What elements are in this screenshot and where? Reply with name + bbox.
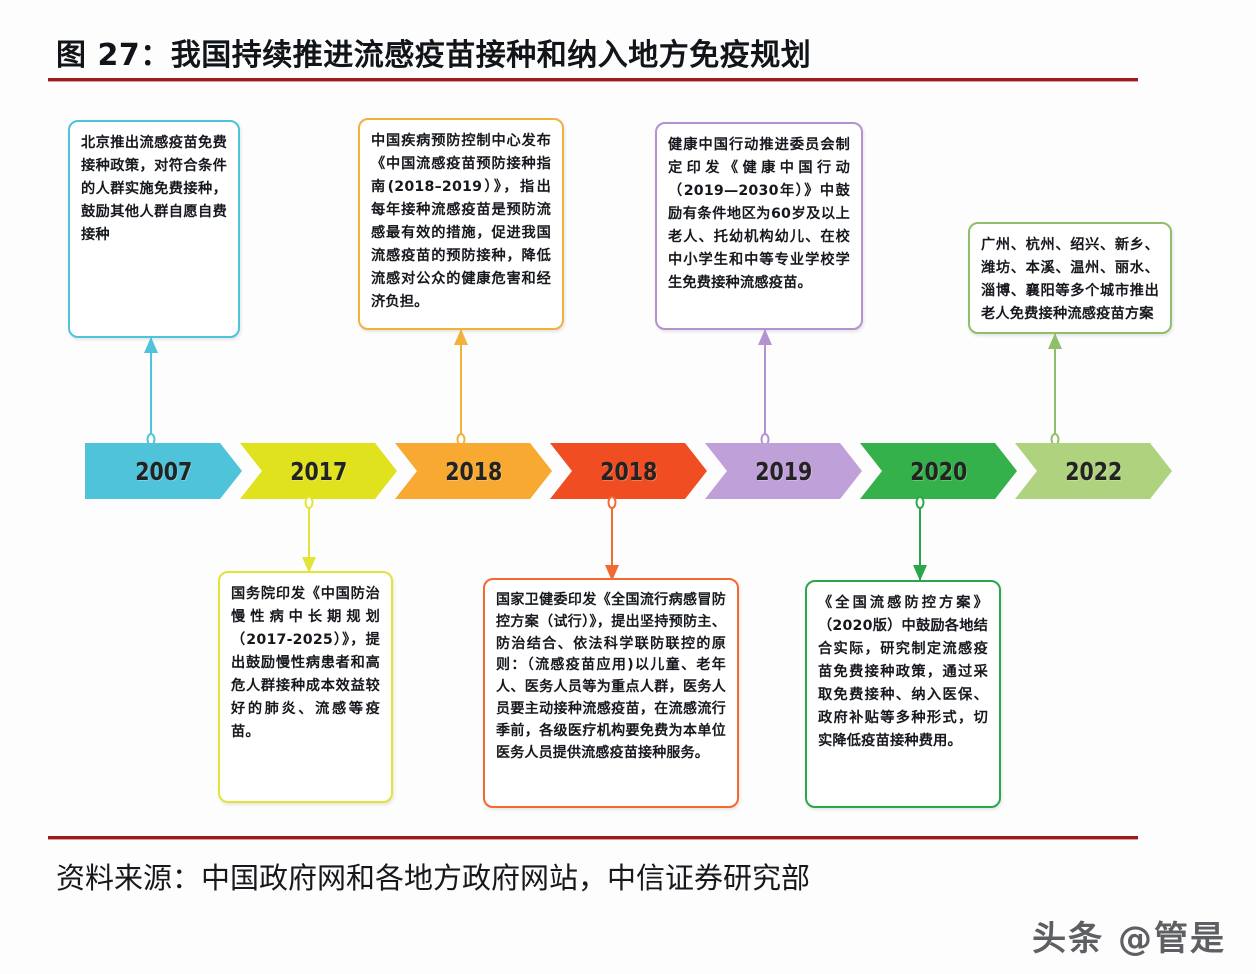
- callout-text: 广州、杭州、绍兴、新乡、潍坊、本溪、温州、丽水、淄博、襄阳等多个城市推出老人免费…: [981, 237, 1159, 322]
- connector-stem: [150, 338, 152, 442]
- connector-stem: [460, 330, 462, 442]
- arrow-head-icon: [144, 337, 158, 353]
- connector-stem: [1054, 334, 1056, 442]
- milestone-year-label: 2018: [444, 456, 503, 486]
- callout-text: 《全国流感防控方案》（2020版）中鼓励各地结合实际，研究制定流感疫苗免费接种政…: [818, 595, 988, 749]
- arrow-head-icon: [605, 565, 619, 581]
- timeline-milestone-2017[interactable]: 2017: [240, 443, 397, 499]
- connector-dot-icon: [607, 496, 617, 509]
- callout-box-2020: 《全国流感防控方案》（2020版）中鼓励各地结合实际，研究制定流感疫苗免费接种政…: [805, 580, 1001, 808]
- callout-text: 国务院印发《中国防治慢性病中长期规划（2017-2025）》，提出鼓励慢性病患者…: [231, 586, 380, 740]
- connector-2018-nhc: [603, 496, 621, 581]
- milestone-year-label: 2007: [134, 456, 193, 486]
- callout-box-2007: 北京推出流感疫苗免费接种政策，对符合条件的人群实施免费接种，鼓励其他人群自愿自费…: [68, 120, 240, 338]
- callout-box-2022-cities: 广州、杭州、绍兴、新乡、潍坊、本溪、温州、丽水、淄博、襄阳等多个城市推出老人免费…: [968, 222, 1172, 334]
- arrow-head-icon: [758, 329, 772, 345]
- milestone-year-label: 2017: [289, 456, 348, 486]
- timeline-milestone-2020[interactable]: 2020: [860, 443, 1017, 499]
- connector-stem: [764, 330, 766, 442]
- connector-2007: [142, 337, 160, 446]
- connector-2017: [300, 496, 318, 573]
- connector-dot-icon: [304, 496, 314, 509]
- callout-box-2017: 国务院印发《中国防治慢性病中长期规划（2017-2025）》，提出鼓励慢性病患者…: [218, 571, 393, 803]
- milestone-year-label: 2020: [909, 456, 968, 486]
- arrow-head-icon: [302, 557, 316, 573]
- footer-divider: [48, 836, 1138, 840]
- callout-box-2018-cdc: 中国疾病预防控制中心发布《中国流感疫苗预防接种指南(2018–2019）》，指出…: [358, 118, 564, 330]
- timeline-milestone-2022[interactable]: 2022: [1015, 443, 1172, 499]
- watermark: 头条 @管是: [1032, 919, 1226, 959]
- source-note: 资料来源：中国政府网和各地方政府网站，中信证券研究部: [56, 861, 811, 895]
- arrow-head-icon: [454, 329, 468, 345]
- connector-2022: [1046, 333, 1064, 446]
- arrow-head-icon: [913, 565, 927, 581]
- milestone-year-label: 2022: [1064, 456, 1123, 486]
- connector-2018-cdc: [452, 329, 470, 446]
- milestone-year-label: 2019: [754, 456, 813, 486]
- connector-stem: [919, 500, 921, 580]
- timeline-milestone-2018-cdc[interactable]: 2018: [395, 443, 552, 499]
- callout-text: 中国疾病预防控制中心发布《中国流感疫苗预防接种指南(2018–2019）》，指出…: [371, 133, 551, 310]
- header-divider: [48, 78, 1138, 82]
- connector-stem: [611, 500, 613, 580]
- connector-2019: [756, 329, 774, 446]
- callout-text: 国家卫健委印发《全国流行病感冒防控方案（试行）》，提出坚持预防主、防治结合、依法…: [496, 592, 726, 761]
- milestone-year-label: 2018: [599, 456, 658, 486]
- callout-box-2018-nhc: 国家卫健委印发《全国流行病感冒防控方案（试行）》，提出坚持预防主、防治结合、依法…: [483, 578, 739, 808]
- connector-dot-icon: [915, 496, 925, 509]
- callout-box-2019-healthy-china: 健康中国行动推进委员会制定印发《健康中国行动（2019—2030年）》中鼓励有条…: [655, 122, 863, 330]
- timeline-milestone-2019[interactable]: 2019: [705, 443, 862, 499]
- connector-stem: [308, 500, 310, 572]
- callout-text: 健康中国行动推进委员会制定印发《健康中国行动（2019—2030年）》中鼓励有条…: [668, 137, 850, 291]
- timeline-milestone-2018-nhc[interactable]: 2018: [550, 443, 707, 499]
- callout-text: 北京推出流感疫苗免费接种政策，对符合条件的人群实施免费接种，鼓励其他人群自愿自费…: [81, 135, 227, 243]
- connector-2020: [911, 496, 929, 581]
- timeline-milestone-2007[interactable]: 2007: [85, 443, 242, 499]
- arrow-head-icon: [1048, 333, 1062, 349]
- page-title: 图 27：我国持续推进流感疫苗接种和纳入地方免疫规划: [56, 38, 812, 73]
